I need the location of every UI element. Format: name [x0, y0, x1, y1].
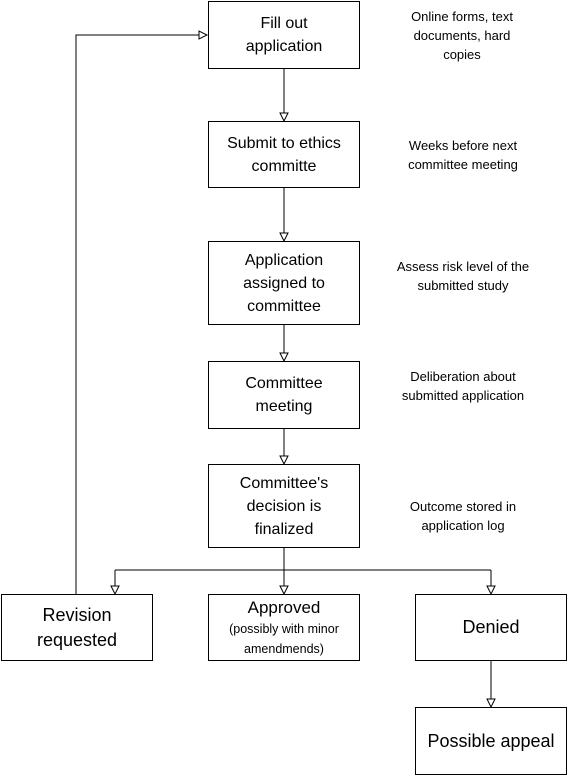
arrowhead-denied [486, 585, 496, 596]
note-decision: Outcome stored in application log [409, 499, 517, 533]
step-application-assigned: Application assigned to committee [208, 241, 360, 325]
step-label: Committee's decision is finalized [239, 474, 329, 538]
outcome-label: Possible appeal [427, 730, 555, 751]
step-committee-decision: Committee's decision is finalized [208, 464, 360, 548]
note-assigned: Assess risk level of the submitted study [396, 259, 530, 293]
step-label: Fill out application [245, 15, 323, 55]
step-submit-to-ethics-committee: Submit to ethics committe [208, 121, 360, 188]
outcome-approved: Approved (possibly with minor amendmends… [208, 594, 360, 661]
arrowhead-approved [279, 585, 289, 596]
step-label: Application assigned to committee [243, 251, 325, 315]
note-fill-out: Online forms, text documents, hard copie… [411, 9, 513, 62]
step-label: Committee meeting [245, 375, 323, 415]
outcome-denied: Denied [415, 594, 567, 661]
arrowhead-appeal [486, 698, 496, 709]
arrowhead-fill-out [198, 30, 209, 40]
note-submit: Weeks before next committee meeting [408, 138, 518, 172]
outcome-possible-appeal: Possible appeal [415, 707, 567, 775]
step-fill-out-application: Fill out application [208, 1, 360, 69]
note-meeting: Deliberation about submitted application [401, 369, 525, 403]
outcome-sublabel: (possibly with minor amendmends) [229, 621, 339, 656]
connector-revision-loop [75, 34, 199, 595]
arrowhead-revision [110, 585, 120, 596]
outcome-label: Denied [462, 617, 520, 637]
arrowhead-submit [279, 112, 289, 123]
step-label: Submit to ethics committe [227, 134, 341, 175]
outcome-revision-requested: Revision requested [1, 594, 153, 661]
arrowhead-meeting [279, 352, 289, 363]
arrowhead-assigned [279, 232, 289, 243]
outcome-label: Approved [247, 597, 321, 617]
arrowhead-decision [279, 455, 289, 466]
step-committee-meeting: Committee meeting [208, 361, 360, 429]
outcome-label: Revision requested [36, 604, 118, 650]
